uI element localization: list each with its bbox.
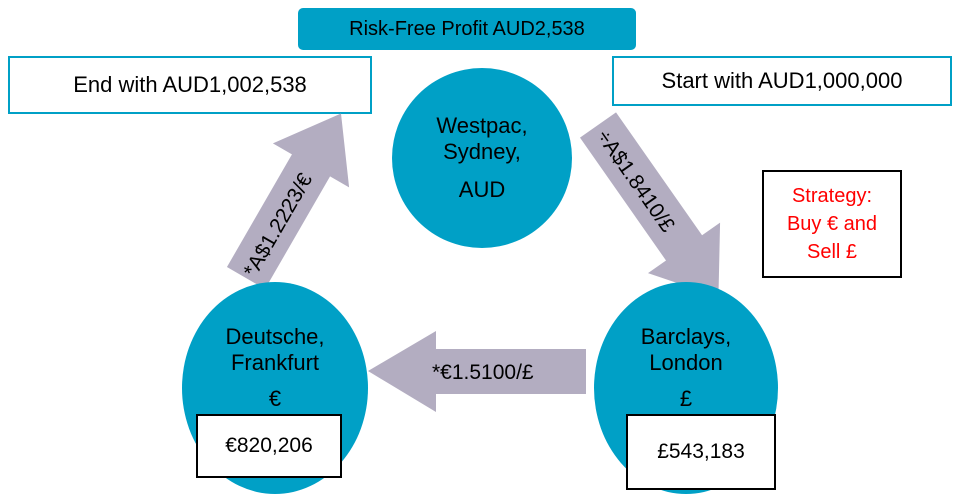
node-deutsche-currency: € — [268, 386, 282, 411]
end-amount-box: End with AUD1,002,538 — [8, 56, 372, 114]
node-westpac-line2: Sydney, — [443, 139, 521, 164]
start-amount-label: Start with AUD1,000,000 — [661, 68, 903, 93]
node-westpac: Westpac, Sydney, AUD — [392, 68, 572, 248]
node-deutsche-line2: Frankfurt — [230, 350, 320, 375]
arrow-shape — [226, 113, 350, 289]
arrow-shape — [579, 112, 721, 298]
strategy-line-1: Strategy: — [791, 185, 873, 207]
profit-banner: Risk-Free Profit AUD2,538 — [298, 8, 636, 50]
node-barclays-currency: £ — [679, 386, 693, 411]
deutsche-amount-box: €820,206 — [196, 414, 342, 478]
strategy-line-3: Sell £ — [806, 241, 858, 263]
node-barclays-line2: London — [649, 350, 723, 375]
arrow-shape — [368, 331, 586, 412]
node-deutsche-line1: Deutsche, — [225, 324, 325, 349]
node-westpac-currency: AUD — [458, 177, 506, 202]
node-barclays-line1: Barclays, — [640, 324, 732, 349]
node-westpac-name: Westpac, Sydney, — [436, 113, 527, 165]
profit-label: Risk-Free Profit AUD2,538 — [349, 17, 585, 40]
end-amount-label: End with AUD1,002,538 — [73, 72, 307, 97]
barclays-amount-box: £543,183 — [626, 414, 776, 490]
barclays-amount: £543,183 — [657, 440, 745, 463]
start-amount-box: Start with AUD1,000,000 — [612, 56, 952, 106]
deutsche-amount: €820,206 — [225, 434, 313, 457]
arrow-barclays-to-deutsche: *€1.5100/£ — [368, 331, 586, 412]
node-deutsche-name: Deutsche, Frankfurt — [182, 324, 368, 376]
strategy-box: Strategy: Buy € and Sell £ — [762, 170, 902, 278]
strategy-line-2: Buy € and — [786, 213, 878, 235]
node-barclays-name: Barclays, London — [594, 324, 778, 376]
arrow-deutsche-to-westpac: *A$1.2223/€ — [226, 113, 350, 289]
node-westpac-line1: Westpac, — [436, 113, 528, 138]
arrow-label-barclays-deutsche: *€1.5100/£ — [432, 361, 534, 384]
